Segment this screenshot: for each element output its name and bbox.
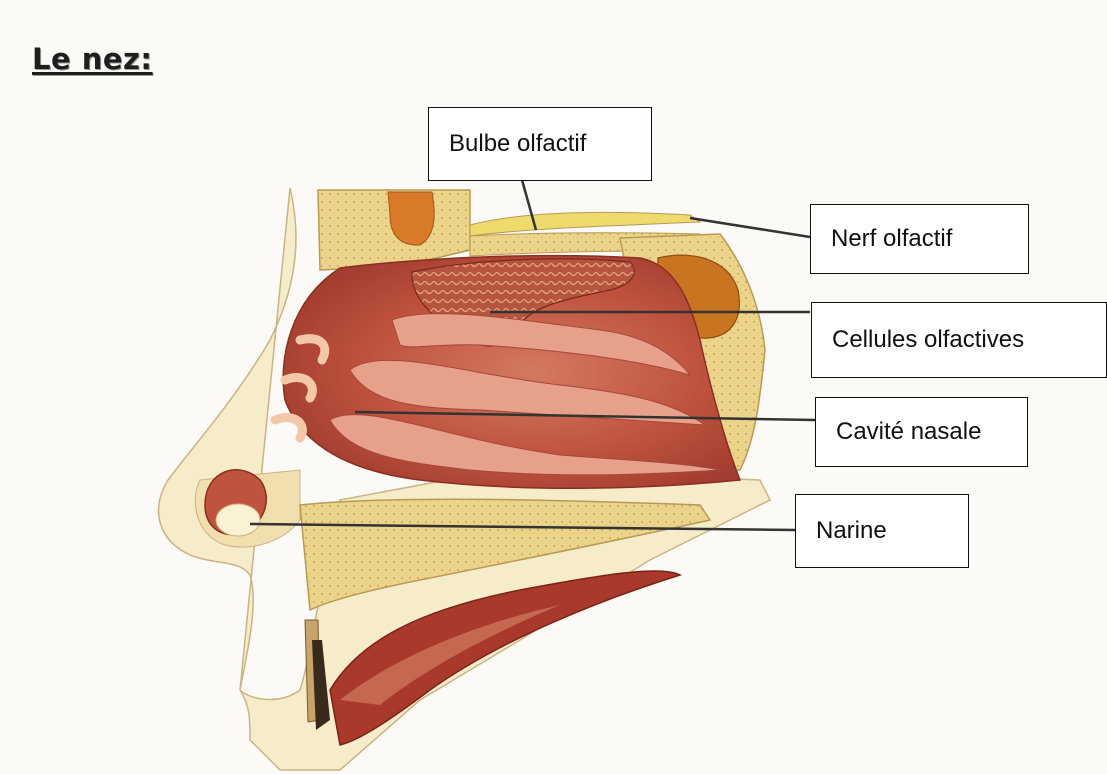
label-nerf-olfactif: Nerf olfactif: [810, 204, 1029, 274]
label-cellules-olfactives: Cellules olfactives: [811, 302, 1107, 378]
label-narine: Narine: [795, 494, 969, 568]
nostril-opening: [216, 504, 260, 536]
label-bulbe-olfactif: Bulbe olfactif: [428, 107, 652, 181]
label-cavite-nasale: Cavité nasale: [815, 397, 1028, 467]
page-title: Le nez:: [32, 42, 153, 76]
